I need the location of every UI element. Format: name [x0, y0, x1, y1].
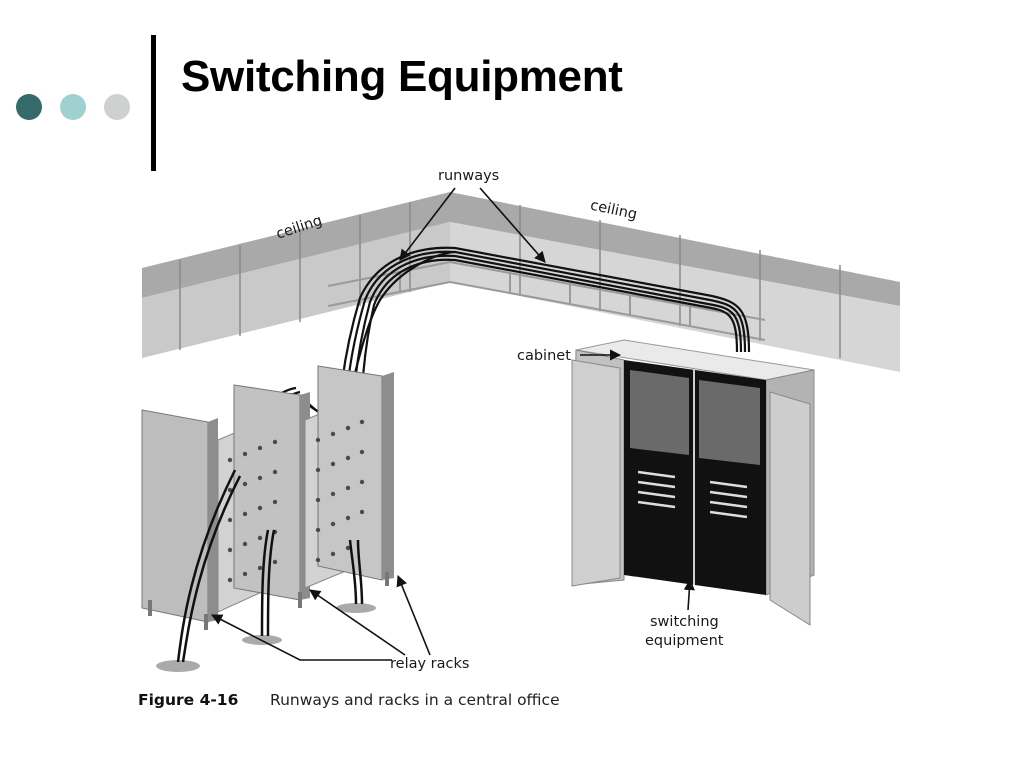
label-switching-line2: equipment — [645, 633, 724, 649]
relay-racks — [141, 365, 394, 672]
decor-dot-dark — [16, 94, 42, 120]
title-divider — [151, 35, 156, 171]
decor-dot-grey — [104, 94, 130, 120]
decor-dot-teal — [60, 94, 86, 120]
cabinet — [571, 339, 815, 626]
ceiling — [142, 192, 900, 372]
figure-caption-number: Figure 4-16 — [138, 691, 238, 709]
figure-caption-text: Runways and racks in a central office — [270, 691, 560, 709]
label-switching-line1: switching — [650, 614, 719, 630]
runways — [327, 260, 766, 341]
label-ceiling-right: ceiling — [589, 198, 639, 224]
label-runways: runways — [438, 168, 499, 184]
slide-title: Switching Equipment — [181, 52, 623, 101]
label-relay-racks: relay racks — [390, 656, 469, 672]
label-cabinet: cabinet — [517, 348, 571, 364]
